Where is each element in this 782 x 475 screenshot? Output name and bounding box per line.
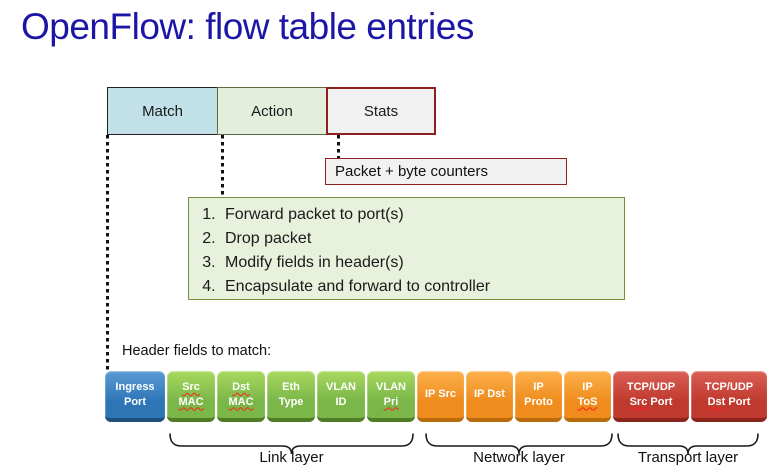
match-dotted-connector [106,135,109,371]
field-label-line: Dst [232,381,250,394]
action-item: Forward packet to port(s) [220,203,624,227]
field-label-line: Type [278,395,304,408]
action-item: Encapsulate and forward to controller [220,275,624,299]
field-label-line: Port [124,395,146,408]
field-label-line: VLAN [376,381,406,394]
field-label-line: IP [533,381,544,394]
action-list: Forward packet to port(s)Drop packetModi… [189,203,624,299]
field-label-line: ToS [577,395,598,408]
field-label-line: Proto [524,395,553,408]
field-label-line: TCP/UDP [626,381,676,394]
field-label-line: Dst Port [707,395,751,408]
field-label-line: TCP/UDP [704,381,754,394]
action-dotted-connector [221,135,224,197]
action-item: Modify fields in header(s) [220,251,624,275]
field-label-line: Src Port [629,395,673,408]
field-label-line: IP Src [425,388,456,401]
header-field-ip-src: IP Src [417,371,464,422]
field-label-line: IP Dst [474,388,505,401]
flow-table-cell-action: Action [217,87,327,135]
field-label-line: Pri [383,395,399,408]
network-layer-brace [425,433,613,455]
field-label-line: Ingress [115,381,155,394]
flow-table-cell-match: Match [107,87,218,135]
actions-box: Forward packet to port(s)Drop packetModi… [188,197,625,300]
packet-byte-counters-box: Packet + byte counters [325,158,567,185]
header-fields-caption: Header fields to match: [122,343,272,359]
page-title: OpenFlow: flow table entries [21,6,474,47]
field-label-line: Eth [282,381,300,394]
field-label-line: ID [335,395,347,408]
link-layer-label: Link layer [259,449,324,466]
field-label-line: VLAN [326,381,356,394]
transport-layer-brace [617,433,759,455]
transport-layer-label: Transport layer [637,449,739,466]
header-field-ip-dst: IP Dst [466,371,513,422]
link-layer-brace [169,433,414,455]
field-label-line: MAC [228,395,254,408]
action-item: Drop packet [220,227,624,251]
flow-table-cell-stats: Stats [326,87,436,135]
network-layer-label: Network layer [473,449,565,466]
field-label-line: Src [182,381,200,394]
stats-dotted-connector [337,135,340,158]
field-label-line: IP [582,381,593,394]
field-label-line: MAC [178,395,204,408]
flow-table: Match Action Stats [107,87,436,135]
